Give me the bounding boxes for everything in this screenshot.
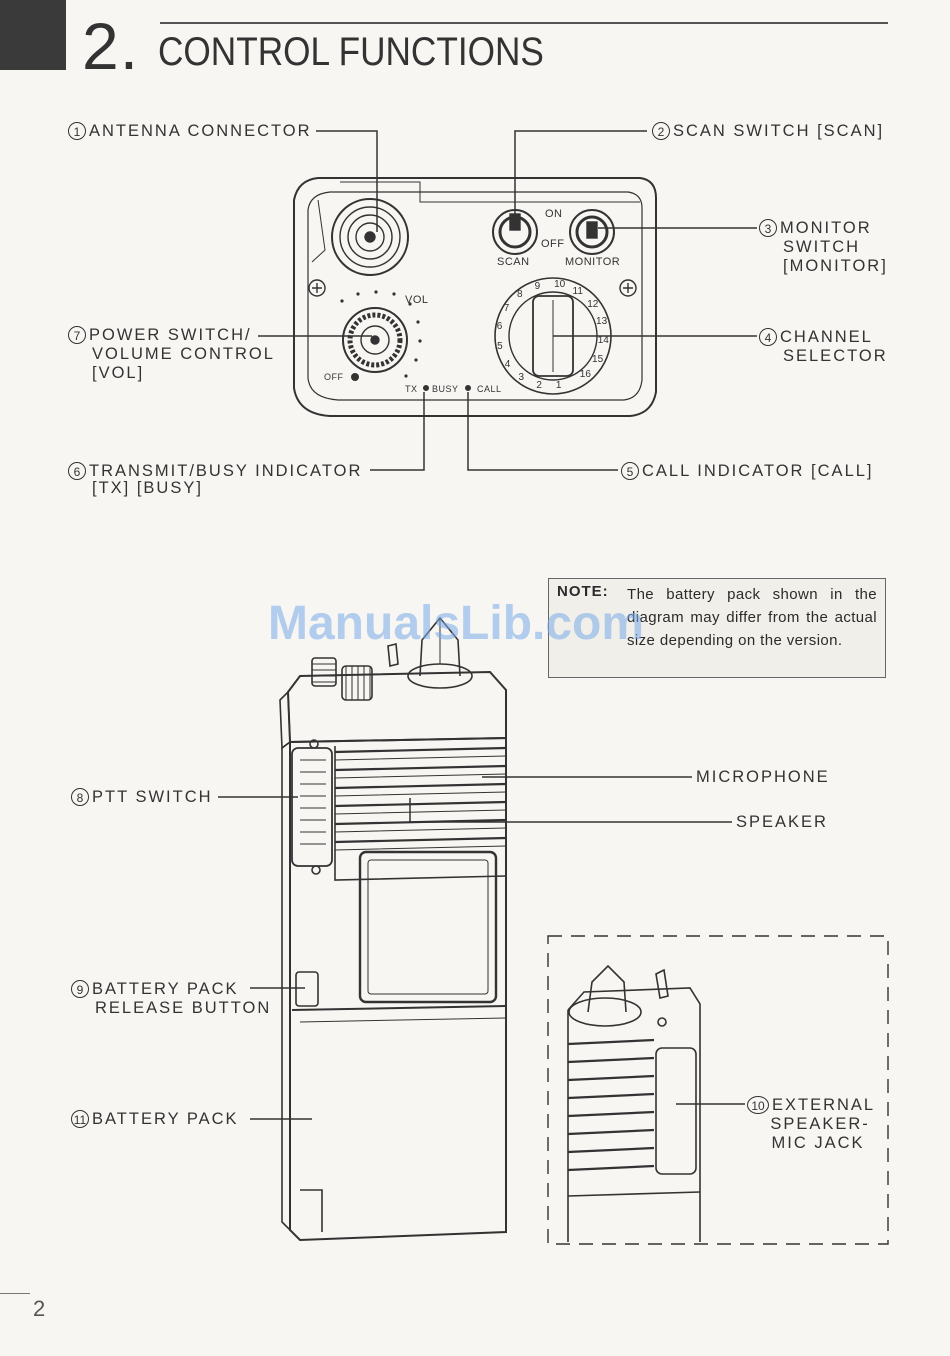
chapter-number: 2. xyxy=(82,9,140,83)
dial-number-8: 8 xyxy=(517,288,523,300)
panel-off-label: OFF xyxy=(541,238,565,250)
callout-speaker: SPEAKER xyxy=(736,813,828,831)
chapter-tab xyxy=(0,0,66,70)
antenna-connector-drawing xyxy=(331,198,409,276)
note-label: NOTE: xyxy=(557,583,609,600)
panel-busy-label: BUSY xyxy=(432,384,459,394)
note-text: The battery pack shown in the diagram ma… xyxy=(627,586,877,649)
dial-number-14: 14 xyxy=(597,335,609,347)
watermark: ManualsLib.com xyxy=(268,597,645,650)
title-rule xyxy=(160,22,888,24)
leader-lines-top xyxy=(258,130,757,471)
page-rule xyxy=(0,1293,30,1294)
dial-number-15: 15 xyxy=(592,353,604,365)
dial-number-12: 12 xyxy=(587,298,599,310)
callout-microphone: MICROPHONE xyxy=(696,768,830,786)
panel-call-label: CALL xyxy=(477,384,502,394)
dial-number-13: 13 xyxy=(596,315,608,327)
leader-lines-body xyxy=(218,776,732,1120)
top-panel-outline xyxy=(293,177,657,417)
dial-number-1: 1 xyxy=(555,380,562,392)
panel-vol-off-label: OFF xyxy=(324,372,344,382)
dial-number-9: 9 xyxy=(534,280,541,292)
dial-number-2: 2 xyxy=(536,379,542,391)
radio-body-drawing xyxy=(279,616,507,1242)
page-title: CONTROL FUNCTIONS xyxy=(158,30,544,74)
panel-on-label: ON xyxy=(545,208,563,220)
dial-number-7: 7 xyxy=(503,302,510,314)
inset-frame xyxy=(547,935,889,1245)
panel-tx-label: TX xyxy=(405,384,418,394)
panel-monitor-label: MONITOR xyxy=(565,256,621,268)
dial-number-3: 3 xyxy=(518,372,525,384)
dial-number-11: 11 xyxy=(572,285,583,297)
inset-radio-drawing xyxy=(567,964,701,1242)
dial-number-10: 10 xyxy=(554,279,566,291)
page-number: 2 xyxy=(33,1296,46,1321)
note-box xyxy=(548,578,886,678)
volume-knob-drawing xyxy=(342,307,408,373)
dial-number-6: 6 xyxy=(496,321,503,333)
panel-vol-label: VOL xyxy=(405,294,429,306)
dial-number-5: 5 xyxy=(497,340,503,352)
dial-number-16: 16 xyxy=(579,369,591,381)
monitor-switch-drawing xyxy=(569,209,615,255)
panel-scan-label: SCAN xyxy=(497,256,530,268)
dial-number-4: 4 xyxy=(504,358,511,370)
